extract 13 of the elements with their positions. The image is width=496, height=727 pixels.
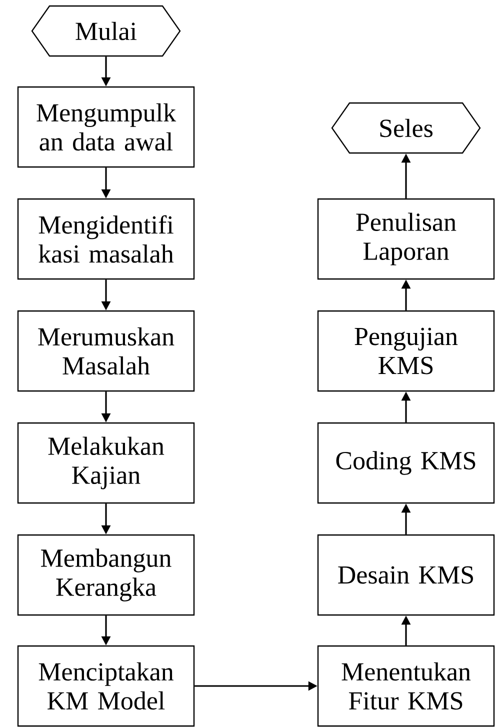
process-box: Penulisan Laporan <box>317 198 495 280</box>
process-box: Melakukan Kajian <box>17 422 195 504</box>
process-box: Desain KMS <box>317 534 495 616</box>
terminal-hexagon: Seles <box>331 102 481 154</box>
process-box: Merumuskan Masalah <box>17 310 195 392</box>
process-box: Coding KMS <box>317 422 495 504</box>
terminal-hexagon: Mulai <box>31 5 181 57</box>
process-box: Menciptakan KM Model <box>17 645 195 727</box>
process-box: Mengumpulk an data awal <box>17 86 195 168</box>
process-box: Pengujian KMS <box>317 310 495 392</box>
process-box: Mengidentifi kasi masalah <box>17 198 195 280</box>
process-box: Menentukan Fitur KMS <box>317 645 495 727</box>
process-box: Membangun Kerangka <box>17 534 195 616</box>
